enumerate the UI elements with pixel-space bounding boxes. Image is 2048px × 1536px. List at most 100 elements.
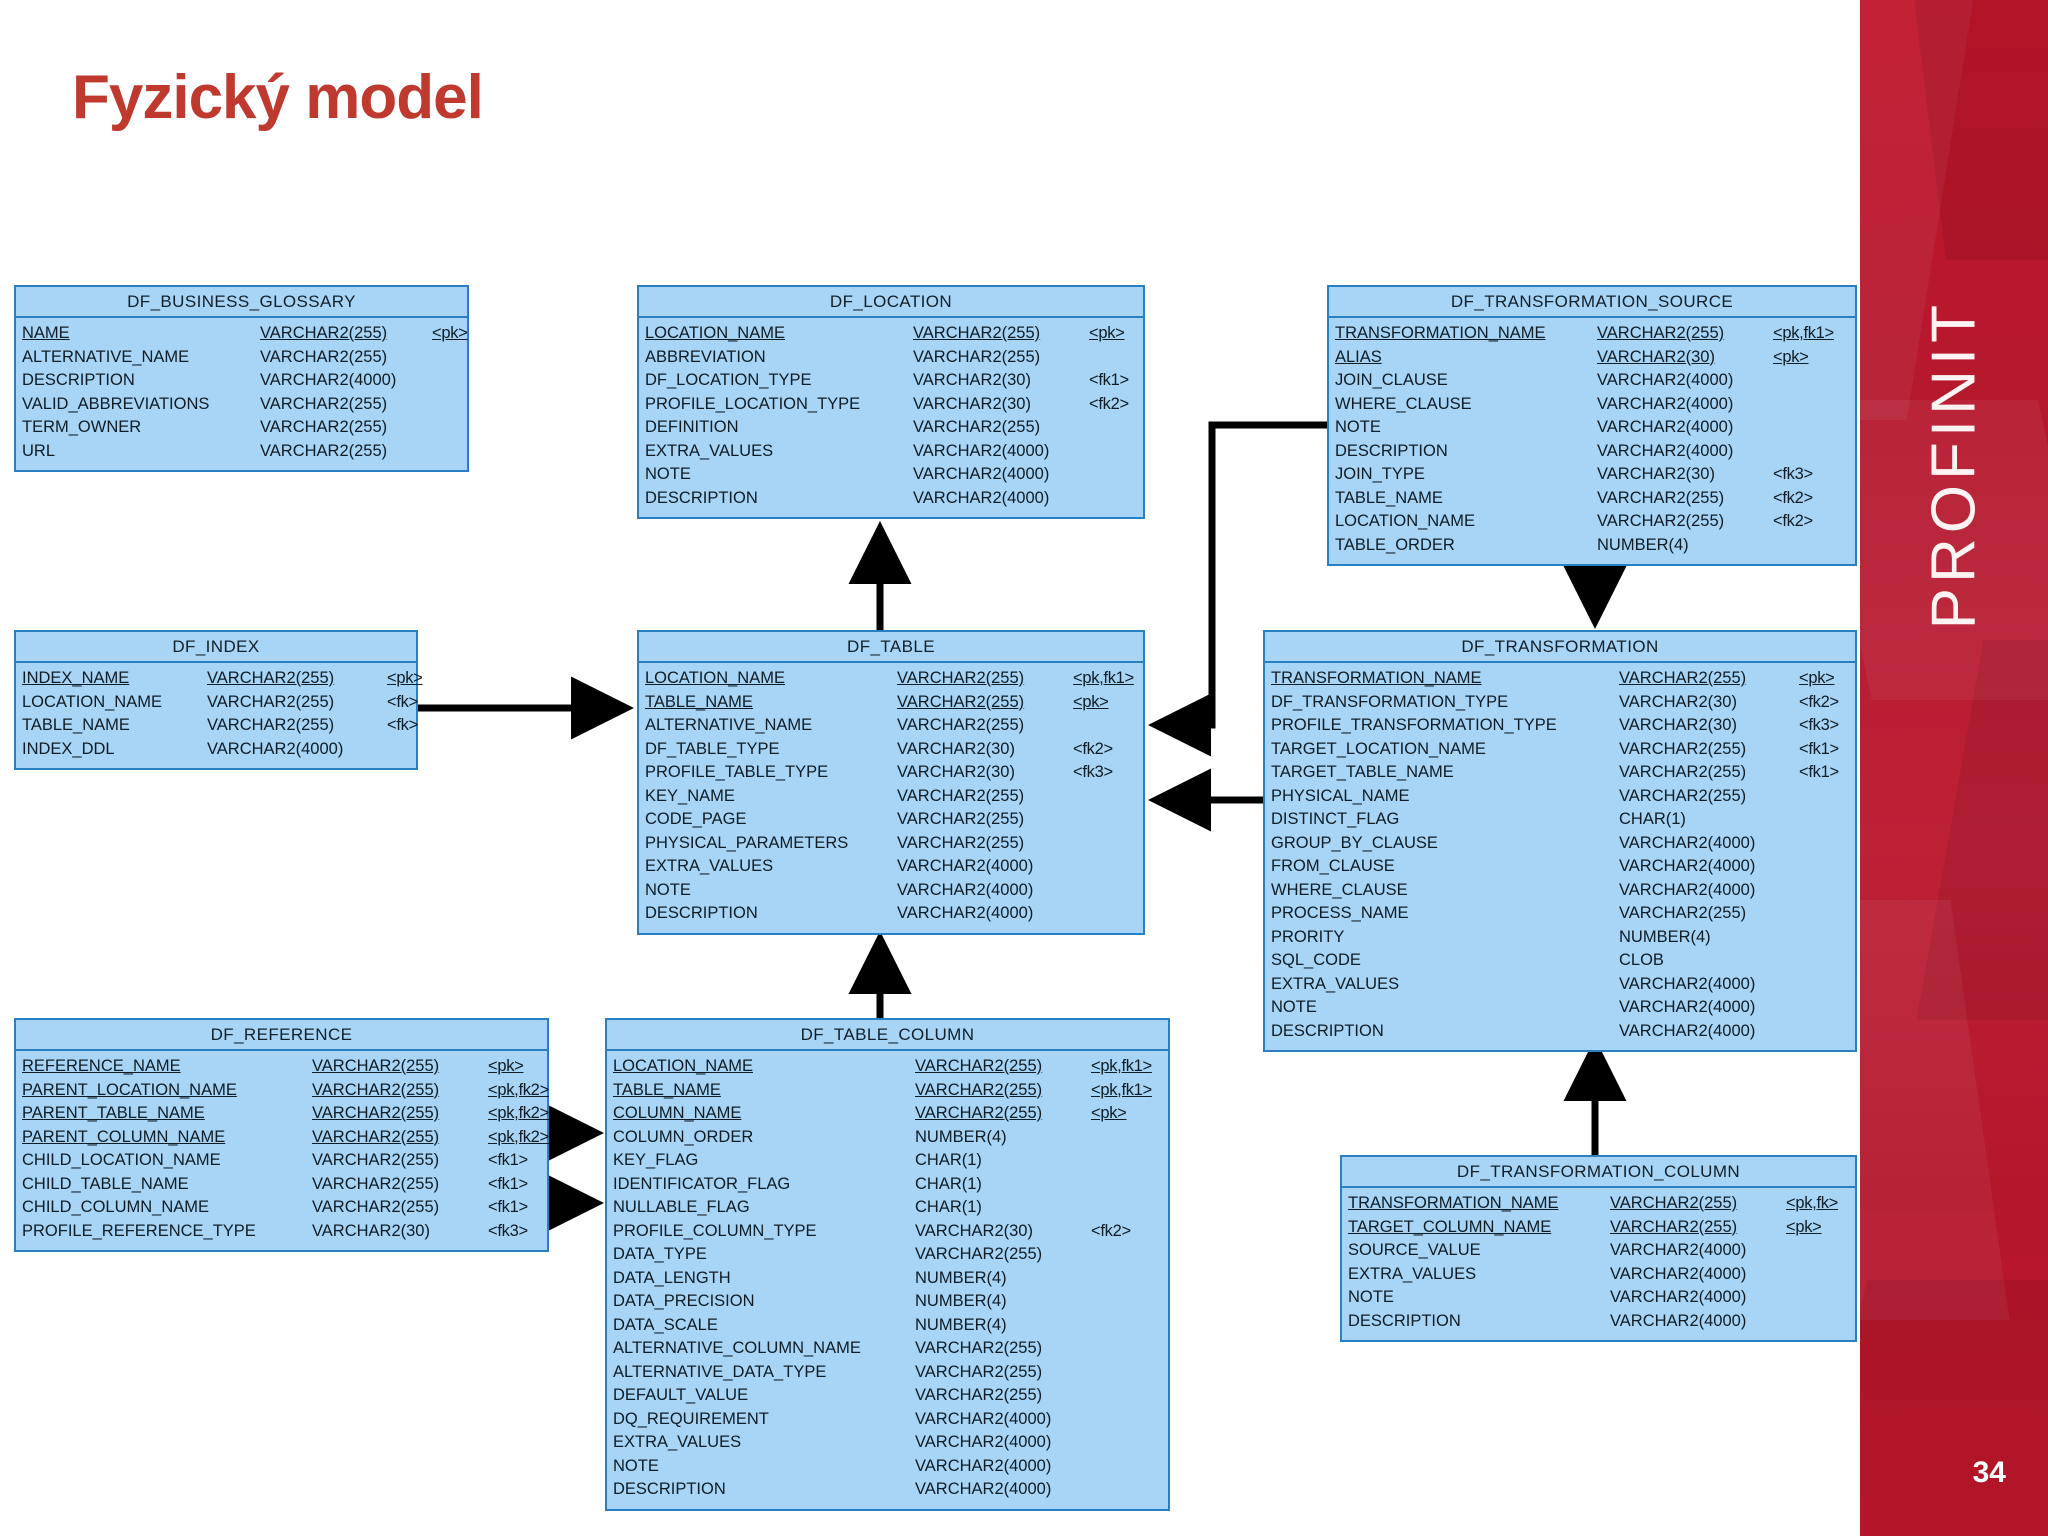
attribute-datatype: VARCHAR2(4000)	[1619, 974, 1756, 993]
attribute-name: DATA_PRECISION	[613, 1292, 755, 1310]
attribute-name: TRANSFORMATION_NAME	[1335, 324, 1546, 342]
attribute-name: NOTE	[645, 465, 691, 483]
attribute-datatype: VARCHAR2(255)	[915, 1245, 1043, 1263]
attribute-key-marker: <pk,fk2>	[488, 1127, 549, 1146]
page-number: 34	[1972, 1456, 2006, 1489]
attribute-datatype: VARCHAR2(255)	[913, 324, 1041, 342]
attribute-name: DATA_TYPE	[613, 1245, 707, 1263]
attribute-datatype: VARCHAR2(4000)	[897, 904, 1034, 922]
attribute-datatype: VARCHAR2(255)	[207, 716, 335, 734]
attribute-datatype: VARCHAR2(30)	[915, 1221, 1033, 1240]
attribute-row: JOIN_TYPE VARCHAR2(30) <fk3>	[1335, 463, 1849, 487]
attribute-datatype: VARCHAR2(4000)	[1619, 998, 1756, 1016]
attribute-name: LOCATION_NAME	[613, 1057, 753, 1075]
attribute-datatype: VARCHAR2(30)	[1597, 465, 1715, 483]
attribute-name: JOIN_TYPE	[1335, 465, 1425, 483]
band-facet	[1860, 1280, 2048, 1536]
attribute-key-marker: <pk,fk2>	[488, 1104, 549, 1122]
attribute-name: CHILD_TABLE_NAME	[22, 1174, 189, 1193]
attribute-name: DESCRIPTION	[645, 488, 758, 507]
attribute-name: CHILD_COLUMN_NAME	[22, 1198, 210, 1216]
attribute-datatype: VARCHAR2(255)	[260, 394, 388, 413]
attribute-datatype: VARCHAR2(255)	[915, 1362, 1043, 1381]
attribute-name: DESCRIPTION	[645, 904, 758, 922]
attribute-datatype: VARCHAR2(4000)	[207, 739, 344, 758]
attribute-datatype: VARCHAR2(4000)	[260, 371, 397, 389]
attribute-datatype: VARCHAR2(4000)	[915, 1409, 1052, 1428]
brand-band: PROFINIT 34	[1860, 0, 2048, 1536]
attribute-datatype: VARCHAR2(255)	[897, 810, 1025, 828]
entity-title-df_reference: DF_REFERENCE	[16, 1020, 547, 1051]
attribute-name: PROFILE_LOCATION_TYPE	[645, 394, 861, 413]
attribute-name: DF_TRANSFORMATION_TYPE	[1271, 692, 1509, 711]
attribute-name: PARENT_LOCATION_NAME	[22, 1080, 237, 1099]
attribute-datatype: VARCHAR2(255)	[913, 347, 1041, 366]
attribute-name: DESCRIPTION	[613, 1480, 726, 1498]
attribute-name: TARGET_LOCATION_NAME	[1271, 739, 1486, 758]
attribute-key-marker: <fk3>	[1773, 465, 1813, 483]
attribute-name: REFERENCE_NAME	[22, 1057, 181, 1075]
attribute-key-marker: <pk>	[387, 669, 423, 687]
attribute-name: PROFILE_TRANSFORMATION_TYPE	[1271, 716, 1557, 734]
attribute-key-marker: <pk,fk1>	[1773, 324, 1834, 342]
attribute-datatype: VARCHAR2(255)	[1610, 1217, 1738, 1236]
attribute-name: NULLABLE_FLAG	[613, 1198, 750, 1216]
attribute-name: TABLE_NAME	[645, 692, 753, 711]
attribute-name: WHERE_CLAUSE	[1271, 880, 1408, 899]
attribute-name: LOCATION_NAME	[22, 692, 162, 711]
attribute-datatype: CHAR(1)	[915, 1174, 982, 1193]
attribute-datatype: VARCHAR2(255)	[897, 833, 1025, 852]
attribute-datatype: VARCHAR2(255)	[1610, 1194, 1738, 1212]
attribute-name: NOTE	[613, 1456, 659, 1475]
attribute-name: PARENT_TABLE_NAME	[22, 1104, 205, 1122]
attribute-name: URL	[22, 441, 56, 460]
attribute-name: NOTE	[1335, 418, 1381, 436]
attribute-name: DESCRIPTION	[1348, 1311, 1461, 1330]
attribute-datatype: VARCHAR2(4000)	[915, 1456, 1052, 1475]
attribute-datatype: VARCHAR2(4000)	[1610, 1264, 1747, 1283]
attribute-name: DATA_SCALE	[613, 1315, 718, 1334]
attribute-name: LOCATION_NAME	[1335, 512, 1475, 530]
attribute-name: NOTE	[1348, 1288, 1394, 1306]
